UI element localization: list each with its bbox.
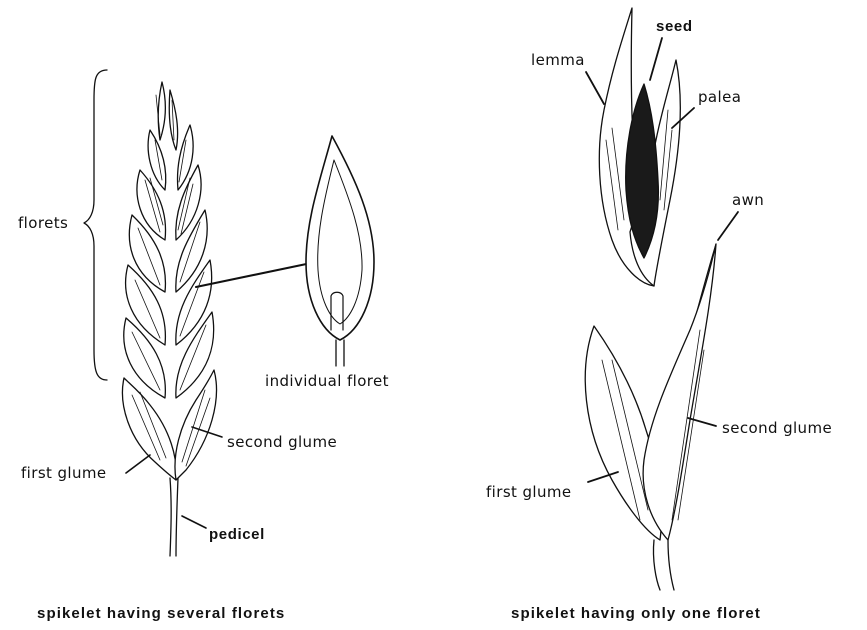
florets-label: florets — [18, 214, 68, 232]
left-second-glume-label: second glume — [227, 433, 337, 451]
floret-leader-line — [196, 262, 316, 287]
lemma-label: lemma — [531, 51, 585, 69]
left-first-glume-label: first glume — [21, 464, 107, 482]
right-first-glume-label: first glume — [486, 483, 572, 501]
individual-floret-drawing — [306, 136, 374, 366]
floret-stack — [124, 82, 214, 398]
single-floret-glumes-drawing — [585, 244, 716, 590]
first-glume-leader-line — [126, 455, 150, 473]
pedicel-label: pedicel — [209, 526, 265, 544]
left-caption: spikelet having several florets — [37, 605, 285, 622]
pedicel-stalk — [170, 478, 178, 556]
single-floret-upper-drawing — [599, 8, 680, 286]
lemma-leader-line — [586, 72, 604, 104]
right-caption: spikelet having only one floret — [511, 605, 761, 622]
seed-leader-line — [650, 38, 662, 80]
awn-leader-line — [718, 212, 738, 240]
right-second-glume-label: second glume — [722, 419, 832, 437]
seed-label: seed — [656, 18, 693, 36]
first-glume-shape — [122, 378, 176, 480]
pedicel-leader-line — [182, 516, 206, 528]
individual-floret-label: individual floret — [265, 372, 389, 390]
florets-bracket — [84, 70, 107, 380]
awn-label: awn — [732, 191, 764, 209]
palea-label: palea — [698, 88, 741, 106]
